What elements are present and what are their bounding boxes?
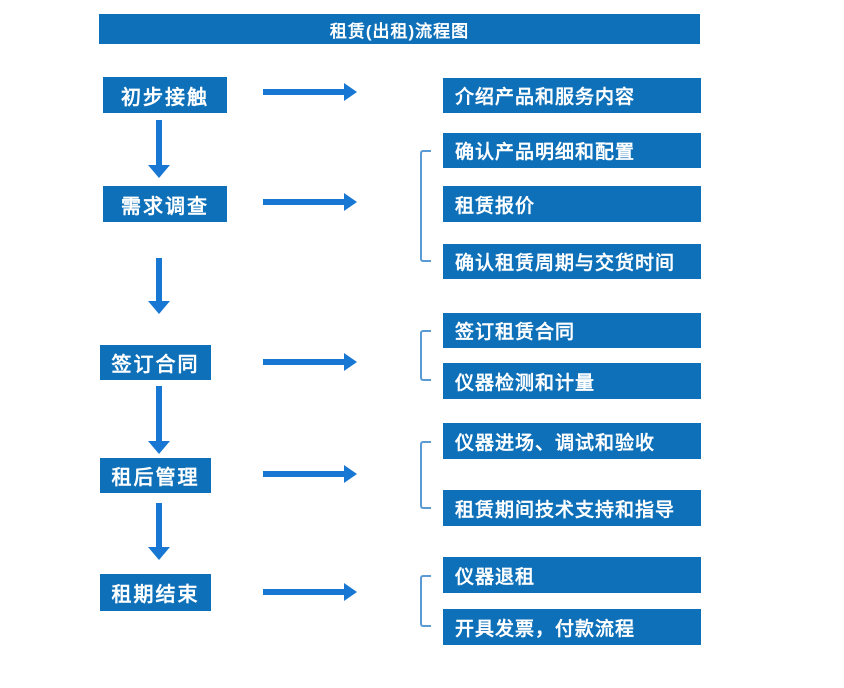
- step-box-post-rental-management: 租后管理: [100, 458, 211, 493]
- down-arrow-icon: [147, 258, 171, 314]
- down-arrow-icon: [147, 120, 171, 178]
- arrow-shaft: [156, 258, 162, 301]
- step-box-demand-survey: 需求调查: [103, 186, 227, 222]
- arrow-shaft: [263, 89, 344, 95]
- right-arrow-icon: [263, 353, 357, 371]
- group-bracket: [420, 575, 431, 627]
- arrow-shaft: [156, 120, 162, 165]
- arrow-head: [344, 353, 357, 371]
- arrow-head: [148, 547, 170, 560]
- arrow-head: [148, 165, 170, 178]
- detail-box-rental-quote: 租赁报价: [443, 186, 701, 222]
- step-box-rental-end: 租期结束: [100, 574, 211, 611]
- detail-box-sign-rental-contract: 签订租赁合同: [443, 313, 701, 348]
- right-arrow-icon: [263, 193, 357, 211]
- detail-box-technical-support: 租赁期间技术支持和指导: [443, 490, 701, 526]
- flowchart-title: 租赁(出租)流程图: [99, 14, 700, 44]
- group-bracket: [420, 150, 431, 262]
- arrow-head: [344, 465, 357, 483]
- detail-box-invoice-payment: 开具发票，付款流程: [443, 609, 701, 645]
- arrow-head: [344, 193, 357, 211]
- arrow-shaft: [156, 386, 162, 441]
- detail-box-instrument-return: 仪器退租: [443, 557, 701, 593]
- down-arrow-icon: [147, 503, 171, 560]
- arrow-head: [148, 441, 170, 454]
- detail-box-confirm-product-config: 确认产品明细和配置: [443, 133, 701, 168]
- arrow-head: [344, 583, 357, 601]
- arrow-head: [148, 301, 170, 314]
- detail-box-instrument-inspection: 仪器检测和计量: [443, 363, 701, 399]
- down-arrow-icon: [147, 386, 171, 454]
- arrow-shaft: [263, 359, 344, 365]
- detail-box-confirm-period-delivery: 确认租赁周期与交货时间: [443, 244, 701, 279]
- right-arrow-icon: [263, 465, 357, 483]
- arrow-shaft: [156, 503, 162, 547]
- arrow-shaft: [263, 199, 344, 205]
- group-bracket: [420, 330, 431, 381]
- arrow-shaft: [263, 589, 344, 595]
- step-box-initial-contact: 初步接触: [103, 77, 227, 113]
- arrow-shaft: [263, 471, 344, 477]
- group-bracket: [420, 441, 431, 509]
- detail-box-introduce-products: 介绍产品和服务内容: [443, 78, 701, 113]
- step-box-sign-contract: 签订合同: [100, 345, 211, 380]
- arrow-head: [344, 83, 357, 101]
- right-arrow-icon: [263, 83, 357, 101]
- detail-box-instrument-setup-acceptance: 仪器进场、调试和验收: [443, 423, 701, 459]
- right-arrow-icon: [263, 583, 357, 601]
